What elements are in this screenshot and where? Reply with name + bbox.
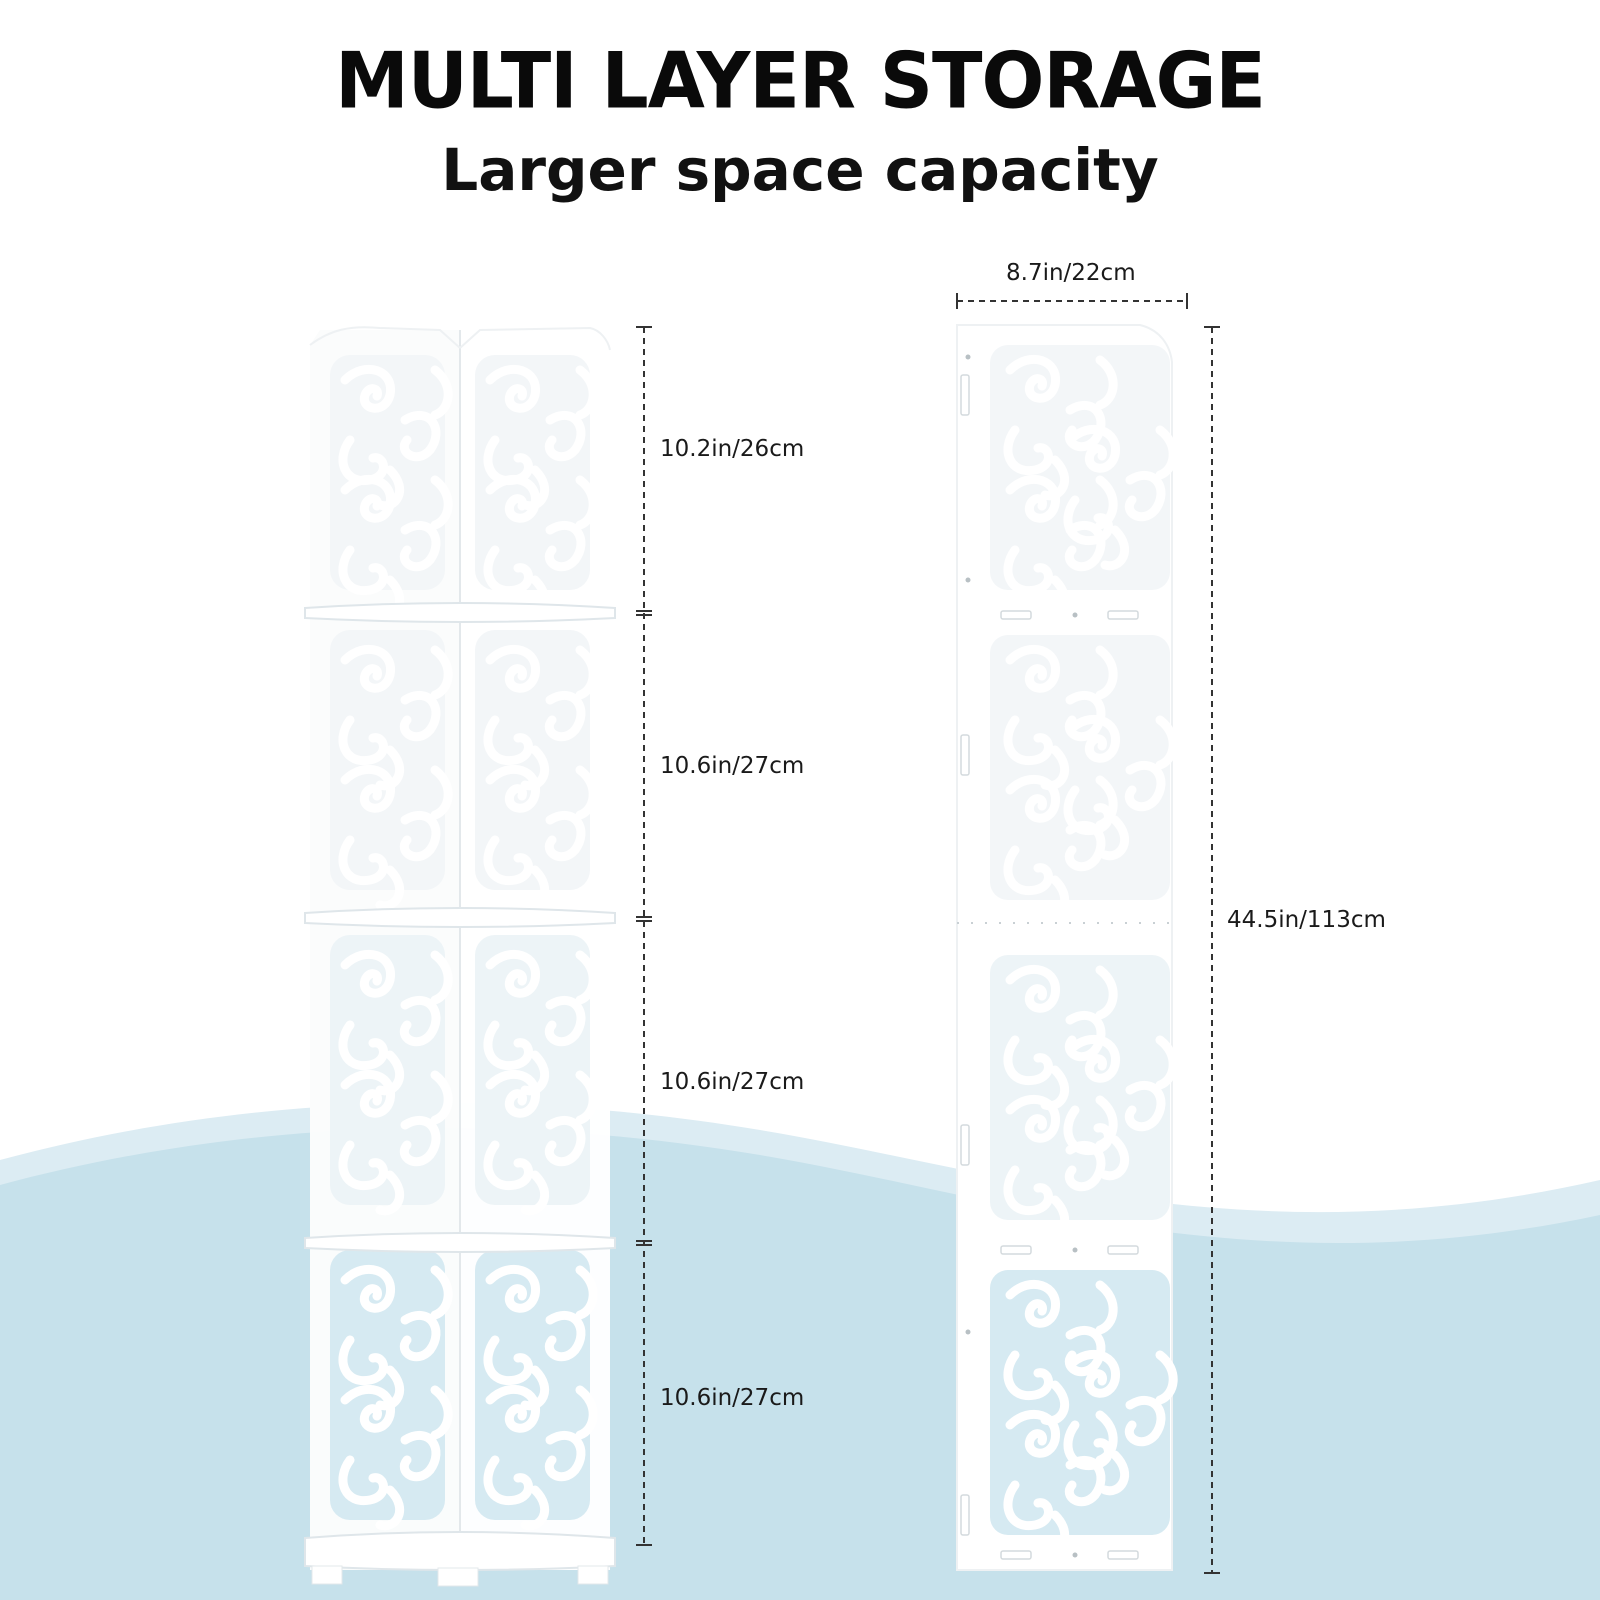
corner-shelf [304, 326, 616, 1587]
background-wave [0, 1127, 1600, 1600]
width-label: 8.7in/22cm [1006, 260, 1136, 286]
page-subtitle: Larger space capacity [441, 136, 1159, 204]
shelf-boards [304, 602, 616, 1571]
width-dimension-line [956, 293, 1188, 309]
side-panel [956, 324, 1180, 1571]
total-height-dimension-line [1204, 326, 1220, 1574]
tier-1-height-label: 10.2in/26cm [660, 436, 805, 462]
tier-3-height-label: 10.6in/27cm [660, 1069, 805, 1095]
page-title: MULTI LAYER STORAGE [335, 35, 1266, 127]
height-dimension-lines [636, 326, 652, 1546]
tier-2-height-label: 10.6in/27cm [660, 753, 805, 779]
tier-4-height-label: 10.6in/27cm [660, 1385, 805, 1411]
total-height-label: 44.5in/113cm [1227, 907, 1386, 933]
